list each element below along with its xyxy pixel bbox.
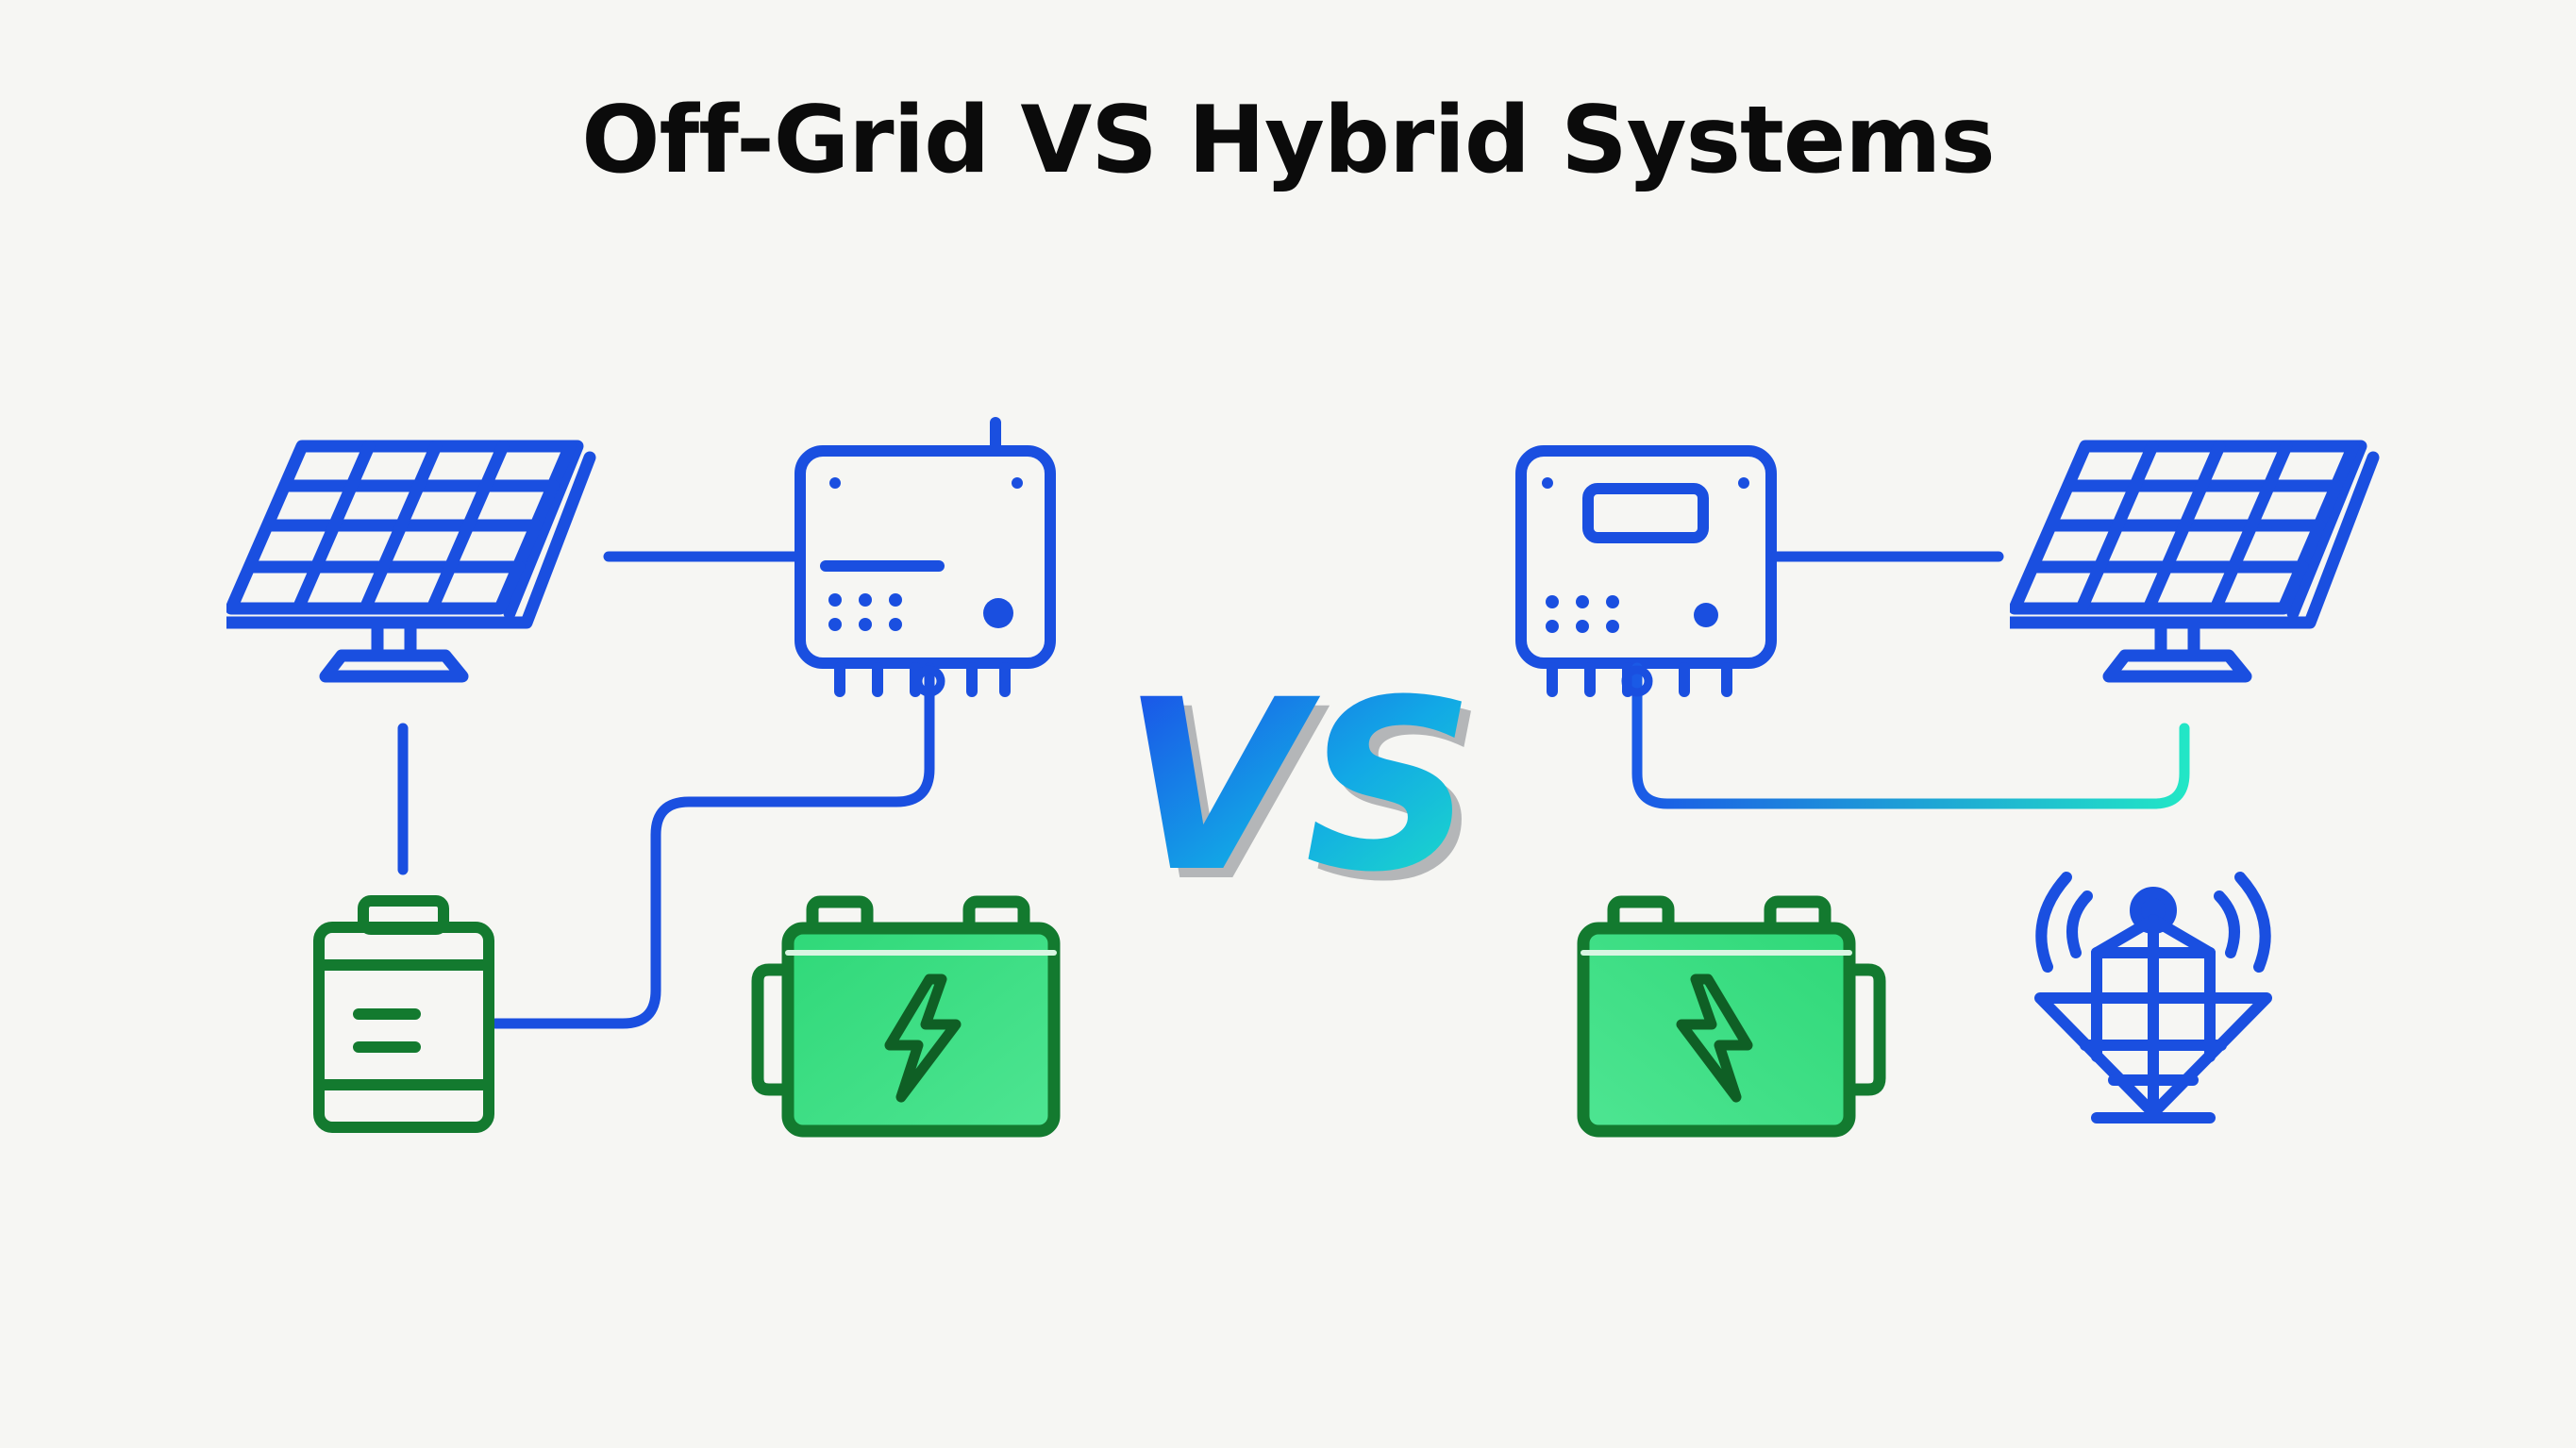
wire-inverter-to-storage bbox=[490, 662, 935, 1029]
inverter-icon bbox=[1515, 445, 1777, 697]
vs-label: VS VS bbox=[1122, 649, 1484, 933]
wire-inverter-to-solar-loop bbox=[1631, 662, 2190, 809]
off-grid-system bbox=[226, 417, 1056, 1133]
grid-tower-icon bbox=[2034, 872, 2272, 1123]
hybrid-system bbox=[1515, 445, 2373, 1131]
battery-icon bbox=[758, 902, 1054, 1131]
solar-panel-icon bbox=[2010, 446, 2373, 676]
inverter-icon bbox=[795, 417, 1056, 697]
vs-text: VS bbox=[1122, 649, 1475, 924]
page-title: Off-Grid VS Hybrid Systems bbox=[581, 87, 1996, 194]
solar-panel-icon bbox=[226, 446, 590, 676]
vs-shadow: VS bbox=[1131, 658, 1484, 933]
storage-unit-icon bbox=[313, 895, 494, 1133]
